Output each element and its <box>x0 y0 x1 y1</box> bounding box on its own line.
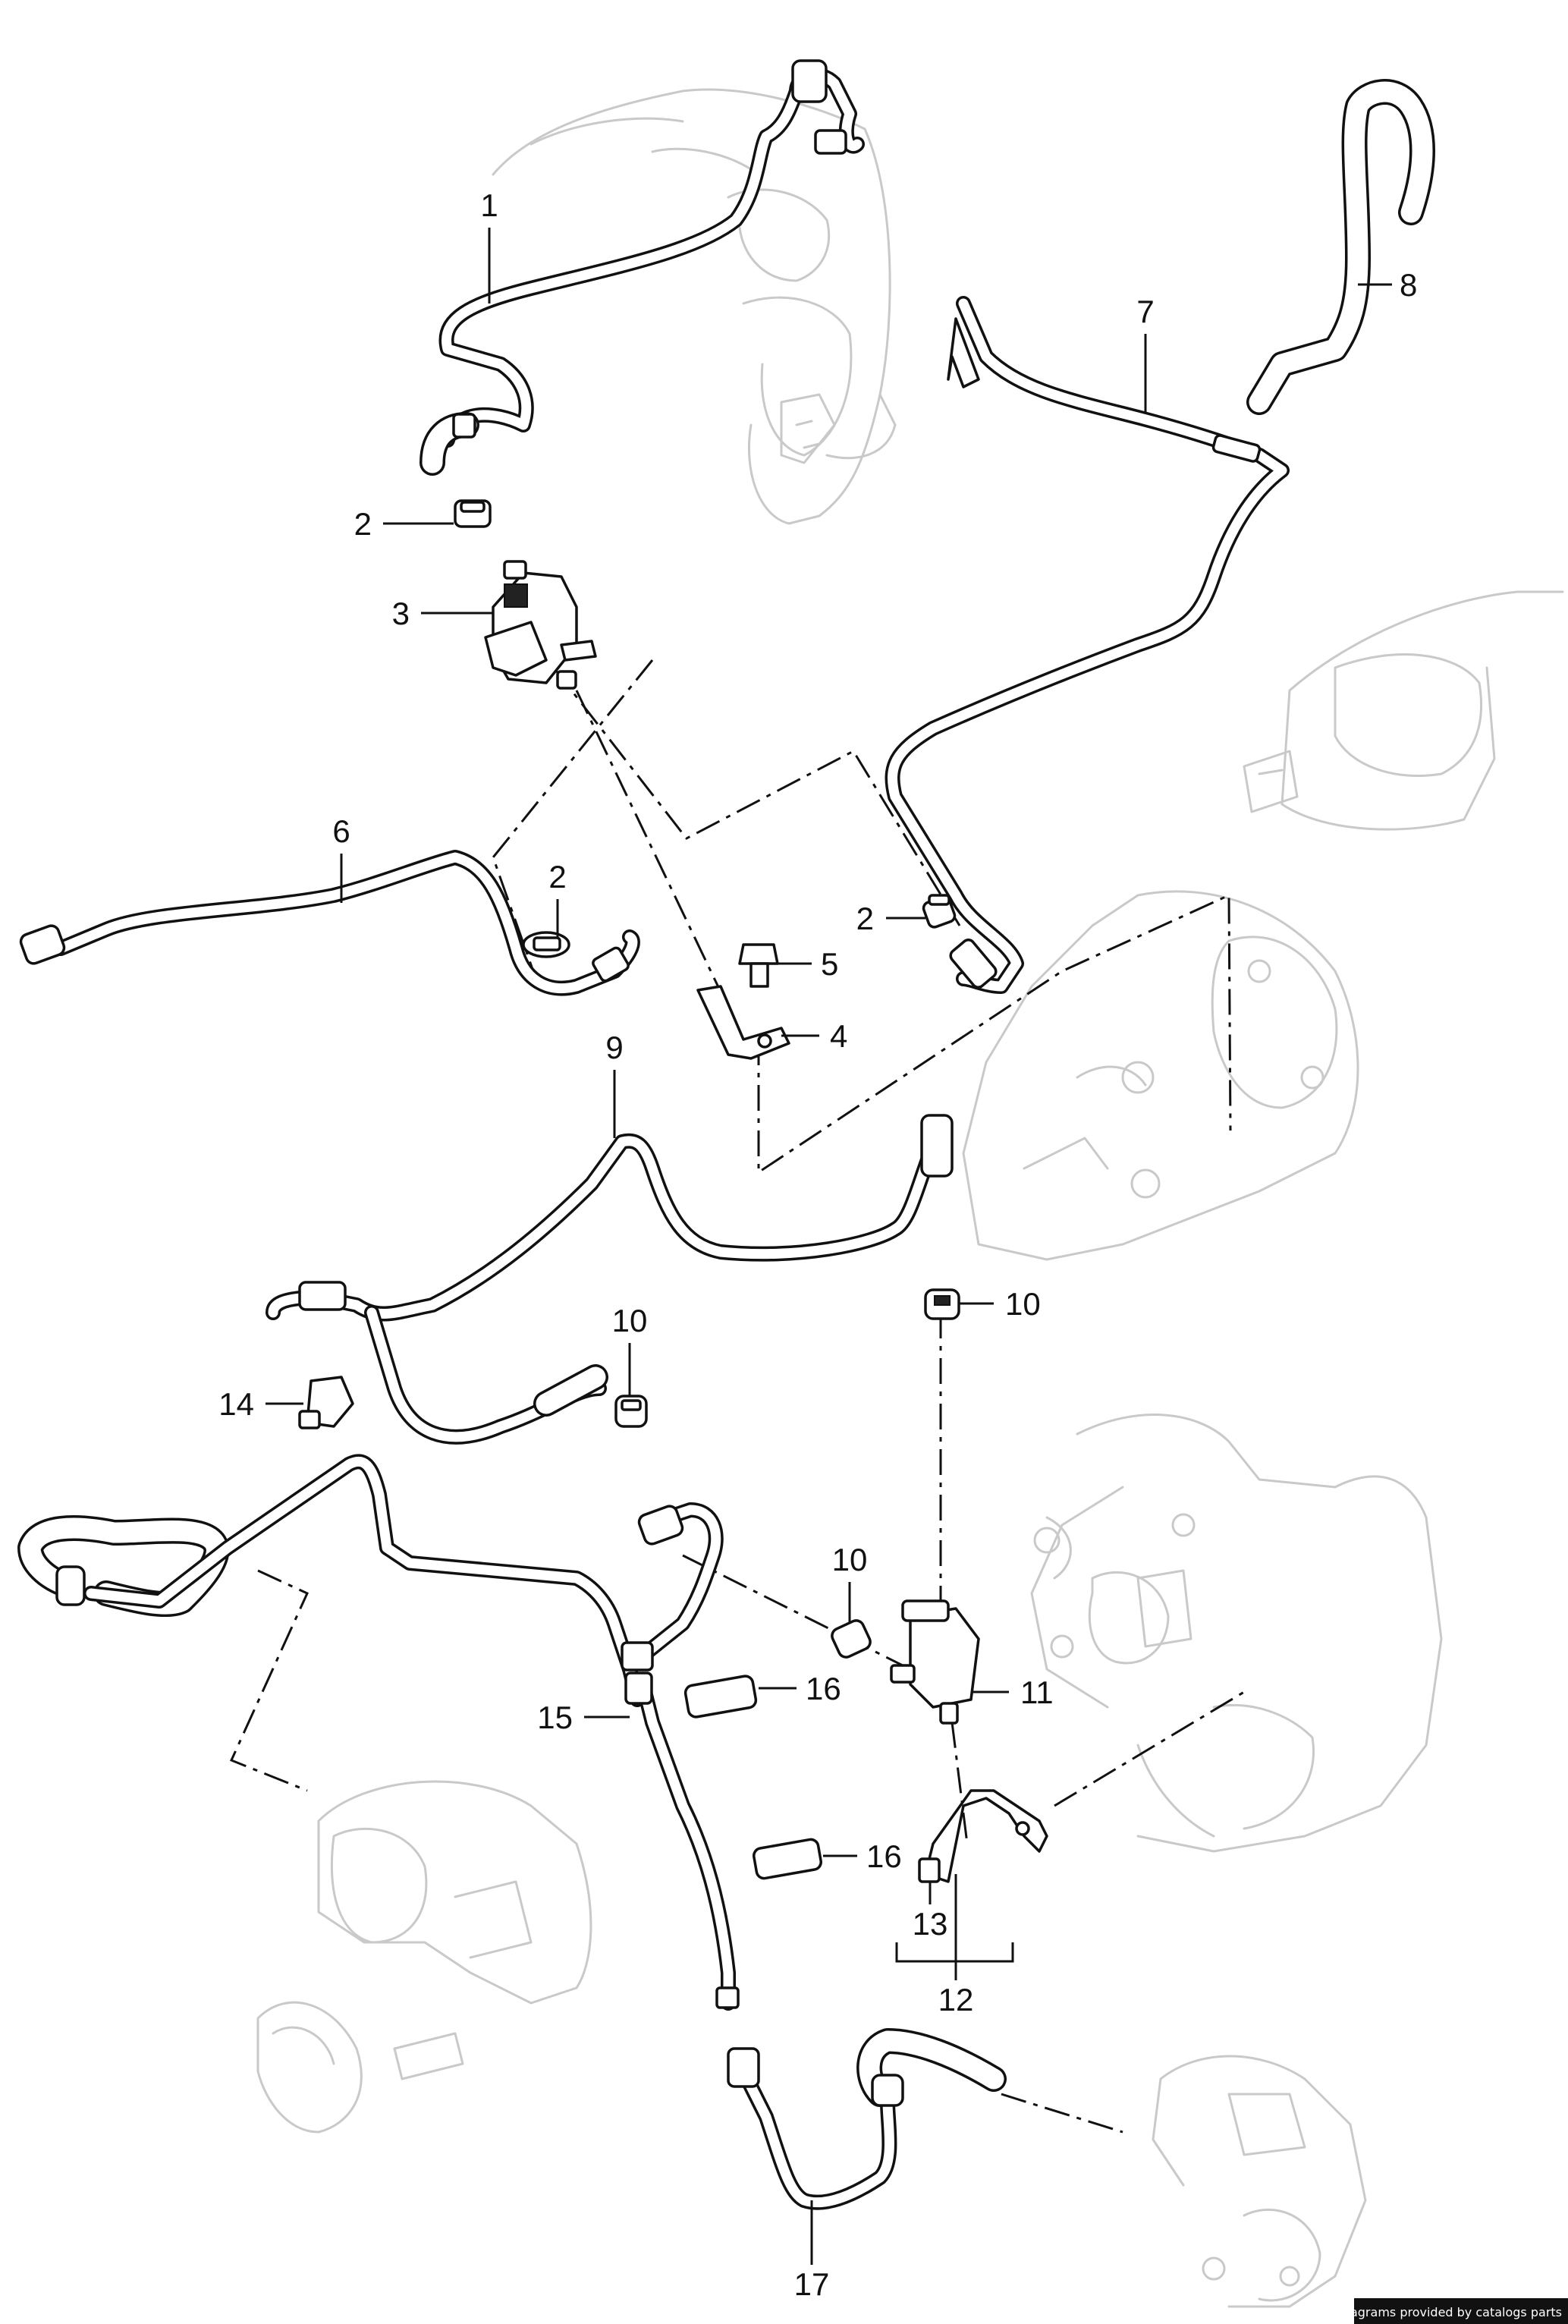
hose-left-turbo <box>17 1454 645 1707</box>
callout-6: 6 <box>332 813 350 849</box>
clip-part-2-left <box>522 931 570 958</box>
connector <box>19 924 66 965</box>
hose-part-9 <box>266 1114 954 1445</box>
callout-labels: 1 2 3 6 2 2 5 4 7 8 9 10 10 14 10 11 16 … <box>218 187 1417 2302</box>
connector <box>637 1505 684 1546</box>
background-engine-outlines <box>256 88 1564 2308</box>
connector <box>920 1114 954 1178</box>
valve-part-3 <box>484 560 597 690</box>
clip-part-10-middle <box>614 1395 648 1428</box>
clip-part-10-lower <box>831 1619 872 1659</box>
ghost-turbo-left <box>256 1780 592 2134</box>
ghost-engine-block <box>1030 1414 1443 1853</box>
clip-part-16-upper <box>683 1675 758 1719</box>
hose-part-7 <box>885 296 1290 994</box>
callout-10: 10 <box>612 1303 648 1338</box>
hose-part-17 <box>727 2028 1007 2210</box>
connector <box>949 938 998 989</box>
assembly-line-a <box>552 667 961 926</box>
callout-15: 15 <box>537 1700 573 1735</box>
assembly-line-h <box>1054 1690 1245 1807</box>
bolt-part-5 <box>738 943 779 988</box>
assembly-lines <box>229 659 1245 2134</box>
callout-4: 4 <box>830 1018 847 1054</box>
callout-2: 2 <box>856 901 874 936</box>
connector <box>727 2047 760 2088</box>
leader-lines <box>266 228 1392 2265</box>
assembly-line-g <box>951 1722 969 1844</box>
ghost-starter-motor <box>962 590 1564 1261</box>
assembly-line-f <box>682 1554 926 1678</box>
connector <box>1211 434 1262 463</box>
hose-part-15 <box>621 1502 740 2011</box>
valve-part-11 <box>890 1599 980 1725</box>
sensor-part-14 <box>298 1376 354 1429</box>
credit-text: Diagrams provided by catalogs parts <box>1337 2305 1562 2319</box>
connector <box>621 1641 654 1671</box>
callout-10: 10 <box>832 1542 868 1577</box>
ghost-turbo-right <box>1152 2055 1367 2308</box>
callout-17: 17 <box>794 2266 830 2302</box>
callout-2: 2 <box>548 859 566 895</box>
callout-11: 11 <box>1020 1675 1054 1710</box>
callout-8: 8 <box>1400 267 1417 303</box>
assembly-line-j <box>1001 2093 1123 2134</box>
assembly-line-c <box>575 690 745 1040</box>
callout-1: 1 <box>480 187 498 223</box>
callout-16: 16 <box>866 1838 902 1874</box>
callout-7: 7 <box>1136 294 1154 329</box>
connector <box>871 2074 904 2107</box>
hose-part-8 <box>1246 79 1435 415</box>
assembly-line-i <box>229 1569 309 1792</box>
callout-2: 2 <box>354 506 372 542</box>
callout-16: 16 <box>806 1671 841 1706</box>
bracket-part-12 <box>918 1789 1048 1883</box>
credit-banner: Diagrams provided by catalogs parts <box>1337 2298 1568 2324</box>
hoses <box>17 59 1435 2210</box>
connector <box>814 129 847 155</box>
clip-part-16-lower <box>753 1838 822 1880</box>
ghost-intake-manifold <box>492 88 897 525</box>
callout-9: 9 <box>605 1030 623 1065</box>
connector <box>592 946 630 983</box>
connector <box>624 1671 653 1705</box>
connector <box>715 1986 740 2009</box>
callout-12: 12 <box>938 1982 974 2017</box>
callout-14: 14 <box>218 1386 254 1422</box>
connector <box>298 1281 347 1311</box>
hose-part-1 <box>419 59 865 476</box>
components <box>298 499 1048 1883</box>
clip-part-2-right <box>922 894 957 929</box>
bracket-part-4 <box>696 985 790 1060</box>
connector <box>452 413 476 439</box>
connector <box>55 1565 86 1606</box>
hose-part-6 <box>19 850 640 996</box>
connector <box>947 317 980 388</box>
callout-10: 10 <box>1005 1286 1041 1322</box>
clip-part-2-upper <box>454 499 492 528</box>
callout-3: 3 <box>392 596 410 631</box>
clip-part-10-upper <box>924 1288 960 1320</box>
callout-5: 5 <box>821 946 838 982</box>
callout-13: 13 <box>913 1906 948 1942</box>
connector <box>791 59 828 103</box>
